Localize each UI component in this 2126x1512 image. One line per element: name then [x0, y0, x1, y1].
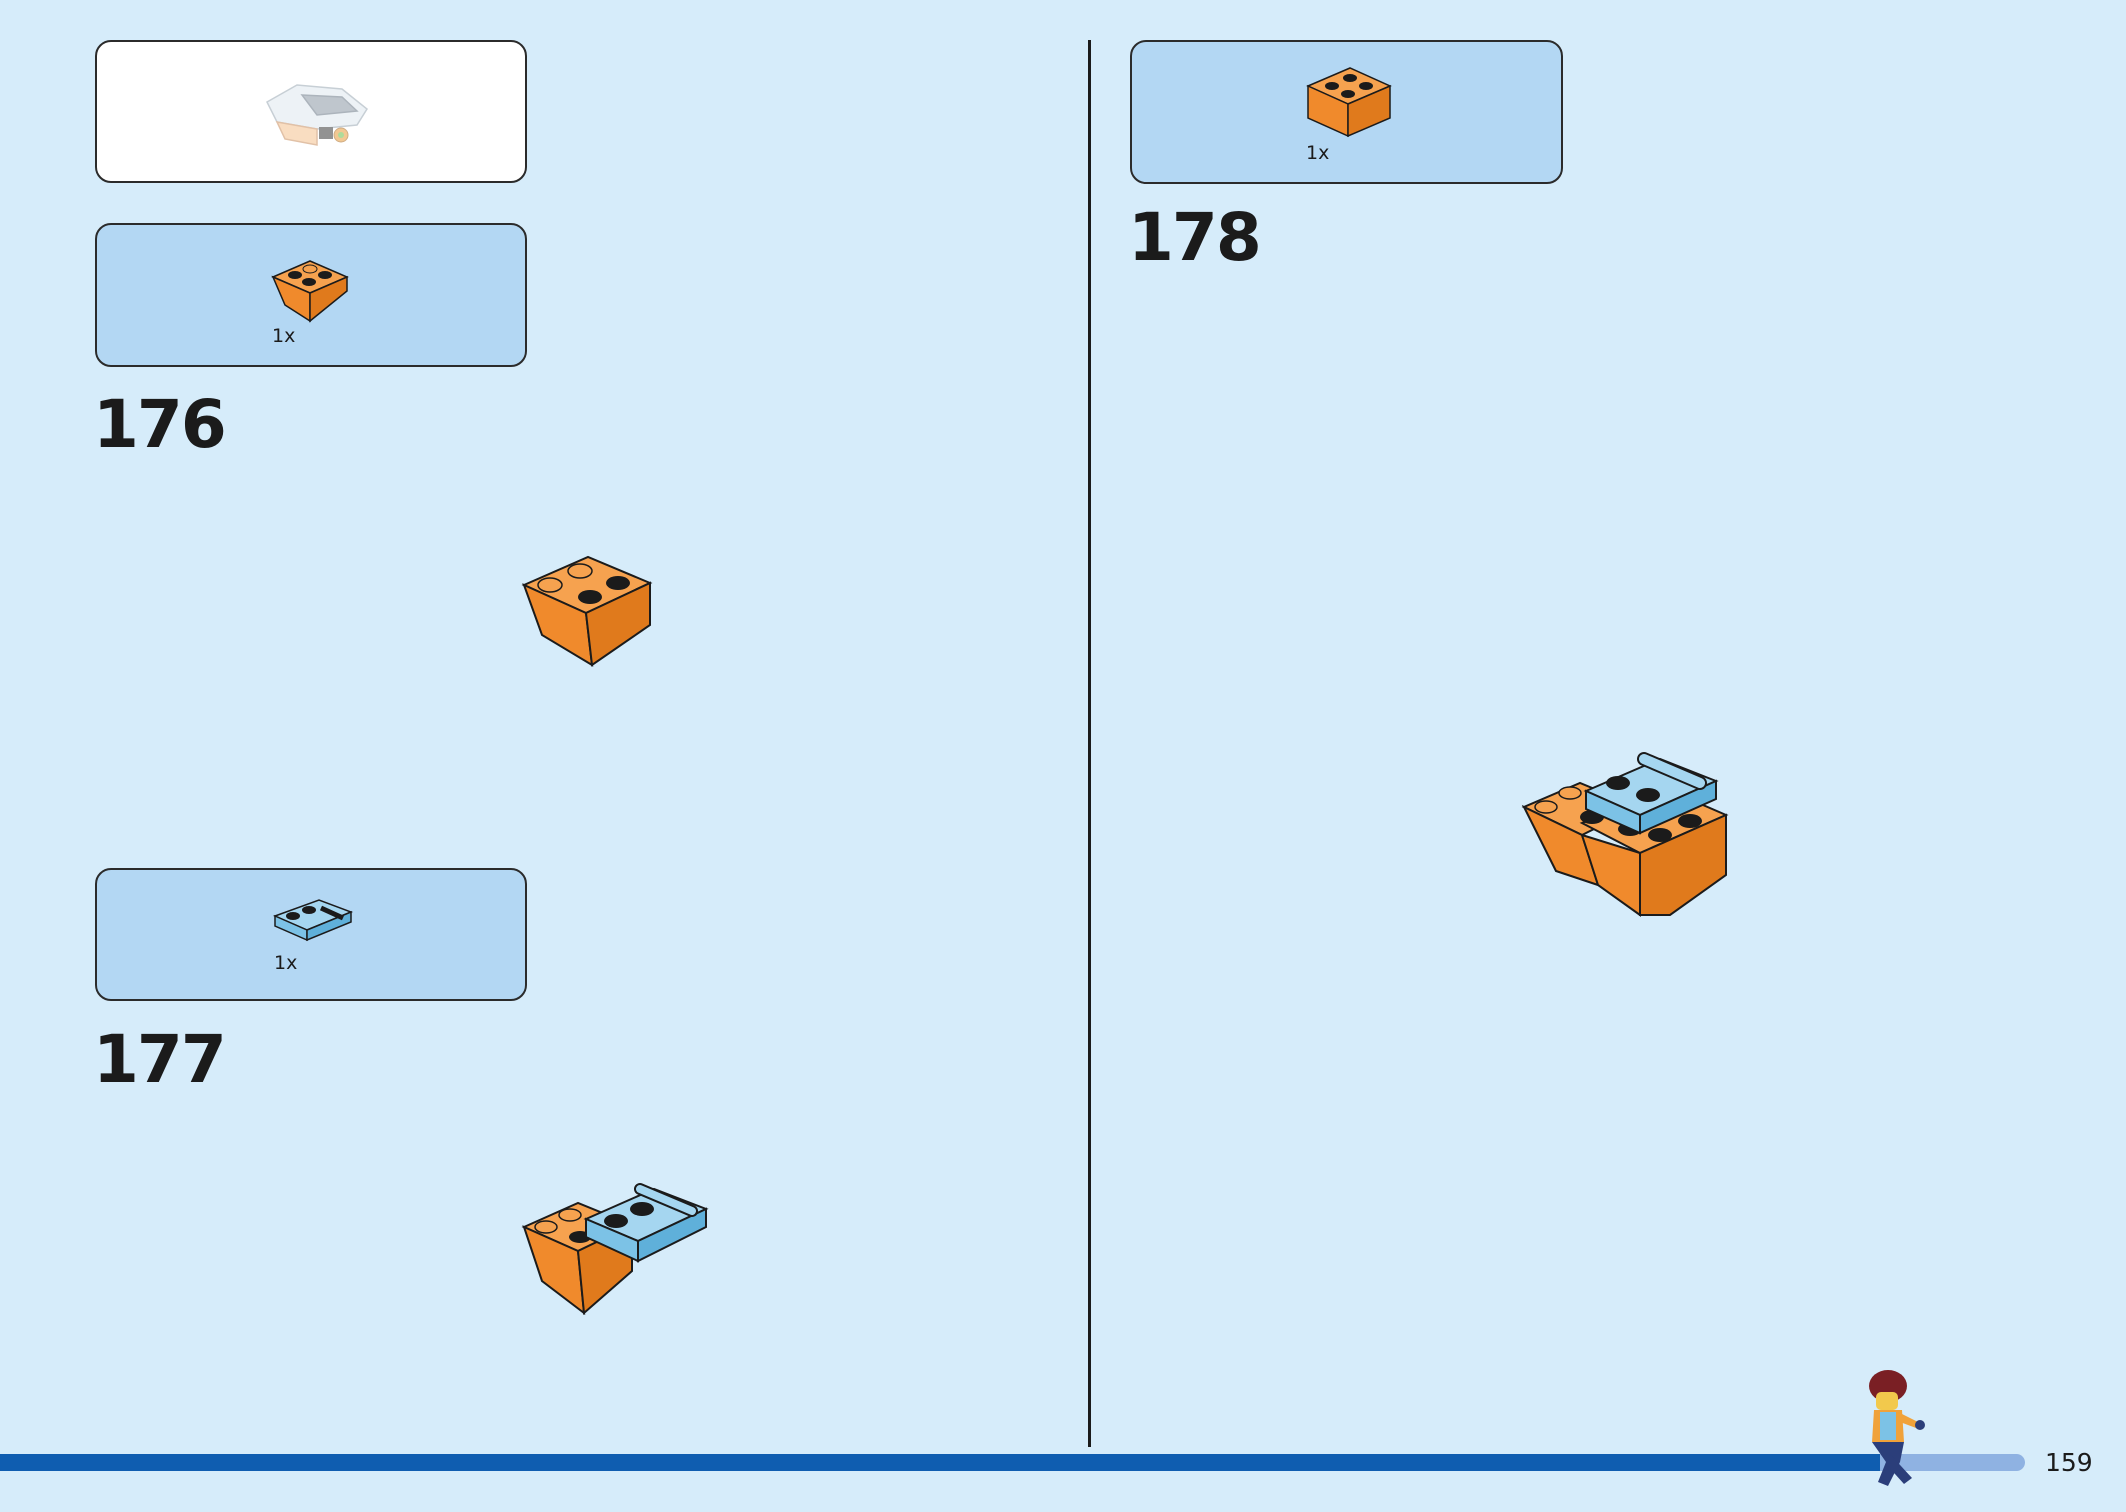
parts-callout-step-178: 1x [1130, 40, 1563, 184]
step-177-assembly-illustration [521, 1183, 709, 1316]
part-quantity: 1x [272, 325, 296, 347]
page-number: 159 [2045, 1448, 2093, 1477]
step-number-178: 178 [1128, 199, 1262, 276]
progress-bar [0, 1454, 1900, 1471]
parts-callout-step-176: 1x [95, 223, 527, 367]
part-quantity: 1x [274, 952, 298, 974]
light-blue-plate-with-bar-icon [272, 899, 354, 942]
step-176-assembly-illustration [521, 555, 653, 667]
orange-inverted-slope-2x2-icon [271, 260, 349, 323]
step-number-176: 176 [93, 386, 227, 463]
minifigure-icon [1869, 1370, 1925, 1486]
page-divider [1088, 40, 1091, 1447]
step-178-assembly-illustration [1521, 752, 1729, 917]
parts-callout-step-177: 1x [95, 868, 527, 1001]
part-quantity: 1x [1306, 142, 1330, 164]
vehicle-subassembly-icon [266, 84, 368, 146]
orange-brick-2x2-icon [1306, 67, 1392, 138]
progress-bar-remaining [1880, 1454, 2025, 1471]
step-number-177: 177 [93, 1021, 227, 1098]
subassembly-callout [95, 40, 527, 183]
